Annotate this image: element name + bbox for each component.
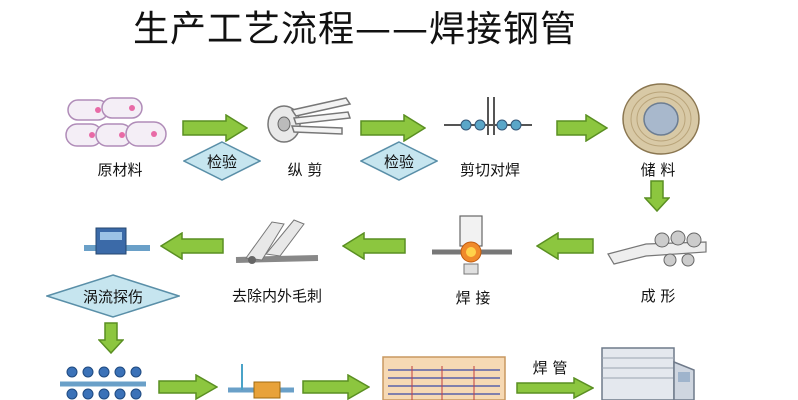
eddy-current-label: 涡流探伤 <box>82 287 143 306</box>
forming-rolls-icon <box>606 222 710 272</box>
arrow-left-2 <box>342 232 406 260</box>
arrow-down-1 <box>644 180 670 212</box>
cutting-icon <box>226 360 296 400</box>
step-cut-butt-weld: 剪切对焊 <box>459 161 520 179</box>
arrow-right-1 <box>182 114 248 142</box>
arrow-right-5 <box>302 374 370 400</box>
eddy-tester-icon <box>82 222 152 262</box>
arrow-right-4 <box>158 374 218 400</box>
inspection-diamond-2: 检验 <box>360 141 438 181</box>
step-forming: 成 形 <box>640 287 676 305</box>
eddy-current-diamond: 涡流探伤 <box>46 274 180 318</box>
step-storage: 储 料 <box>640 161 676 179</box>
inspection-diamond-1: 检验 <box>183 141 261 181</box>
arrow-right-2 <box>360 114 426 142</box>
inspection-label-1: 检验 <box>206 152 237 171</box>
arrow-down-2 <box>98 322 124 354</box>
arrow-right-3 <box>556 114 608 142</box>
step-welding: 焊 接 <box>455 289 491 307</box>
coil-storage-icon <box>618 82 704 156</box>
coil-rolls-icon <box>62 92 174 154</box>
butt-welder-icon <box>440 95 536 145</box>
step-slitting: 纵 剪 <box>287 161 323 179</box>
step-raw-material: 原材料 <box>97 161 143 179</box>
step-weld-pipe: 焊 管 <box>532 359 568 377</box>
welding-icon <box>430 212 514 276</box>
step-burr-removal: 去除内外毛刺 <box>231 287 322 305</box>
inspection-label-2: 检验 <box>383 152 414 171</box>
arrow-left-3 <box>160 232 224 260</box>
deburring-icon <box>232 214 322 274</box>
diagram-title: 生产工艺流程——焊接钢管 <box>133 9 578 50</box>
pipe-rack-icon <box>382 356 506 400</box>
slitting-machine-icon <box>262 90 354 148</box>
arrow-right-6 <box>516 377 594 399</box>
sizing-rolls-icon <box>58 360 148 400</box>
truck-icon <box>600 340 700 400</box>
arrow-left-1 <box>536 232 594 260</box>
